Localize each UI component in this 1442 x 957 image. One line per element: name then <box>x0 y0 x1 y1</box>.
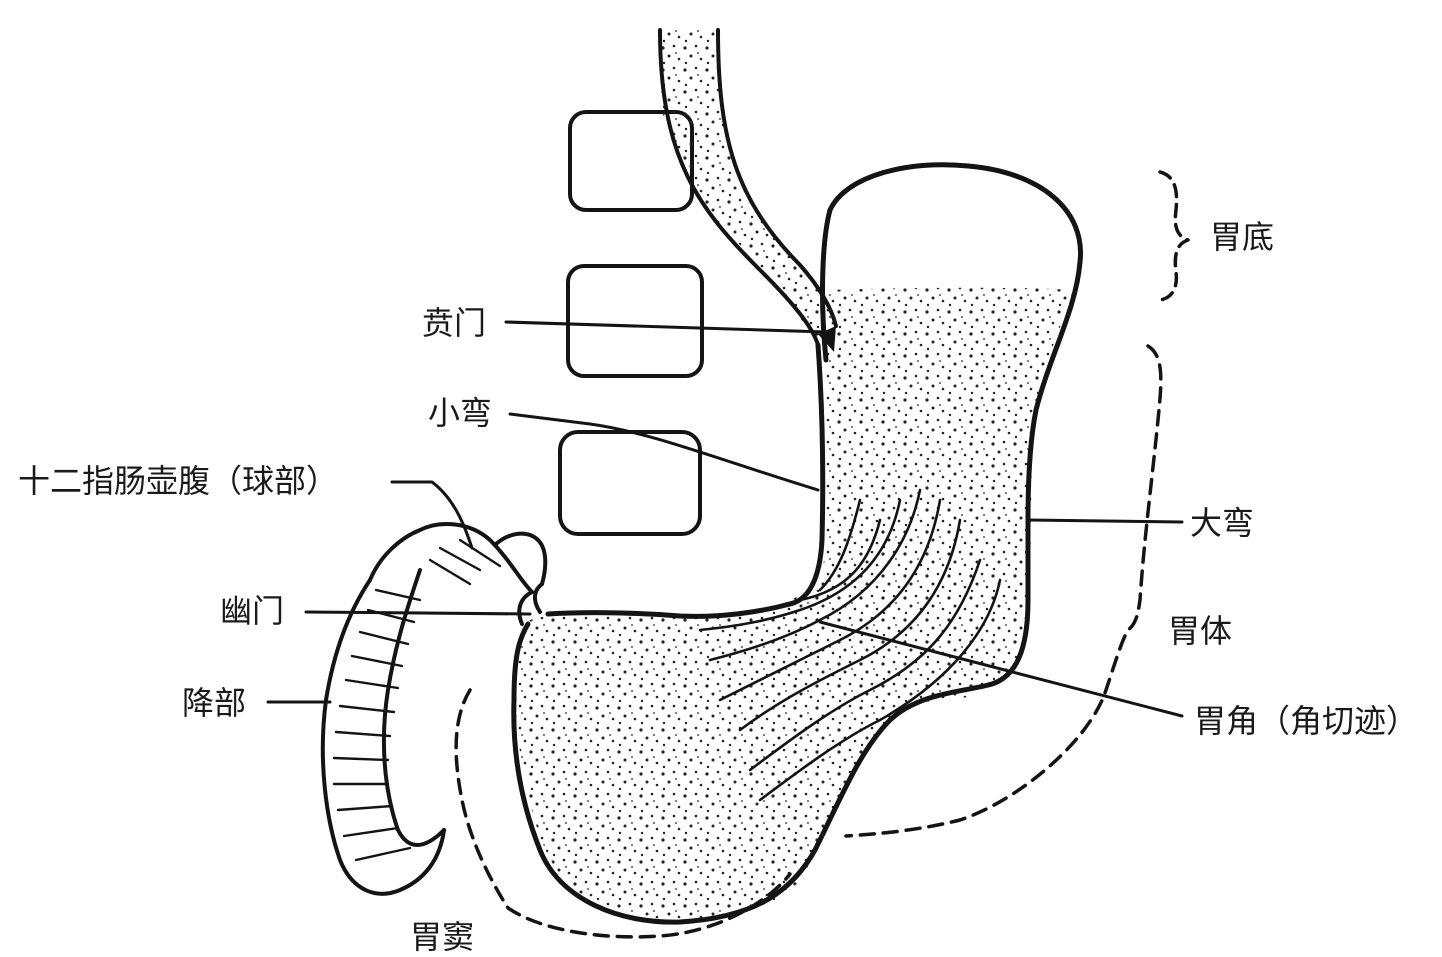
esophagus <box>660 30 836 345</box>
label-fundus: 胃底 <box>1210 218 1274 256</box>
descending-duodenum-inner <box>384 570 444 845</box>
label-body: 胃体 <box>1168 612 1232 650</box>
lesser-curvature-line <box>548 345 823 616</box>
label-antrum: 胃窦 <box>410 918 474 956</box>
label-duodenal-bulb: 十二指肠壶腹（球部） <box>18 462 338 500</box>
duodenal-folds <box>334 540 500 860</box>
label-angular-notch: 胃角（角切迹） <box>1194 702 1418 740</box>
leader-lesser-curvature <box>510 414 818 490</box>
label-descending-part: 降部 <box>182 684 246 722</box>
leader-greater-curvature <box>1028 520 1182 522</box>
leader-pylorus <box>306 612 530 614</box>
label-greater-curvature: 大弯 <box>1190 504 1254 542</box>
esophagus-lumen <box>660 30 836 345</box>
vertebra-middle <box>568 266 702 376</box>
label-pylorus: 幽门 <box>220 592 284 630</box>
vertebra-lower <box>560 432 700 534</box>
label-lesser-curvature: 小弯 <box>428 394 492 432</box>
leader-cardia <box>506 322 826 332</box>
label-cardia: 贲门 <box>422 304 486 342</box>
fundus-bracket <box>1160 172 1188 300</box>
